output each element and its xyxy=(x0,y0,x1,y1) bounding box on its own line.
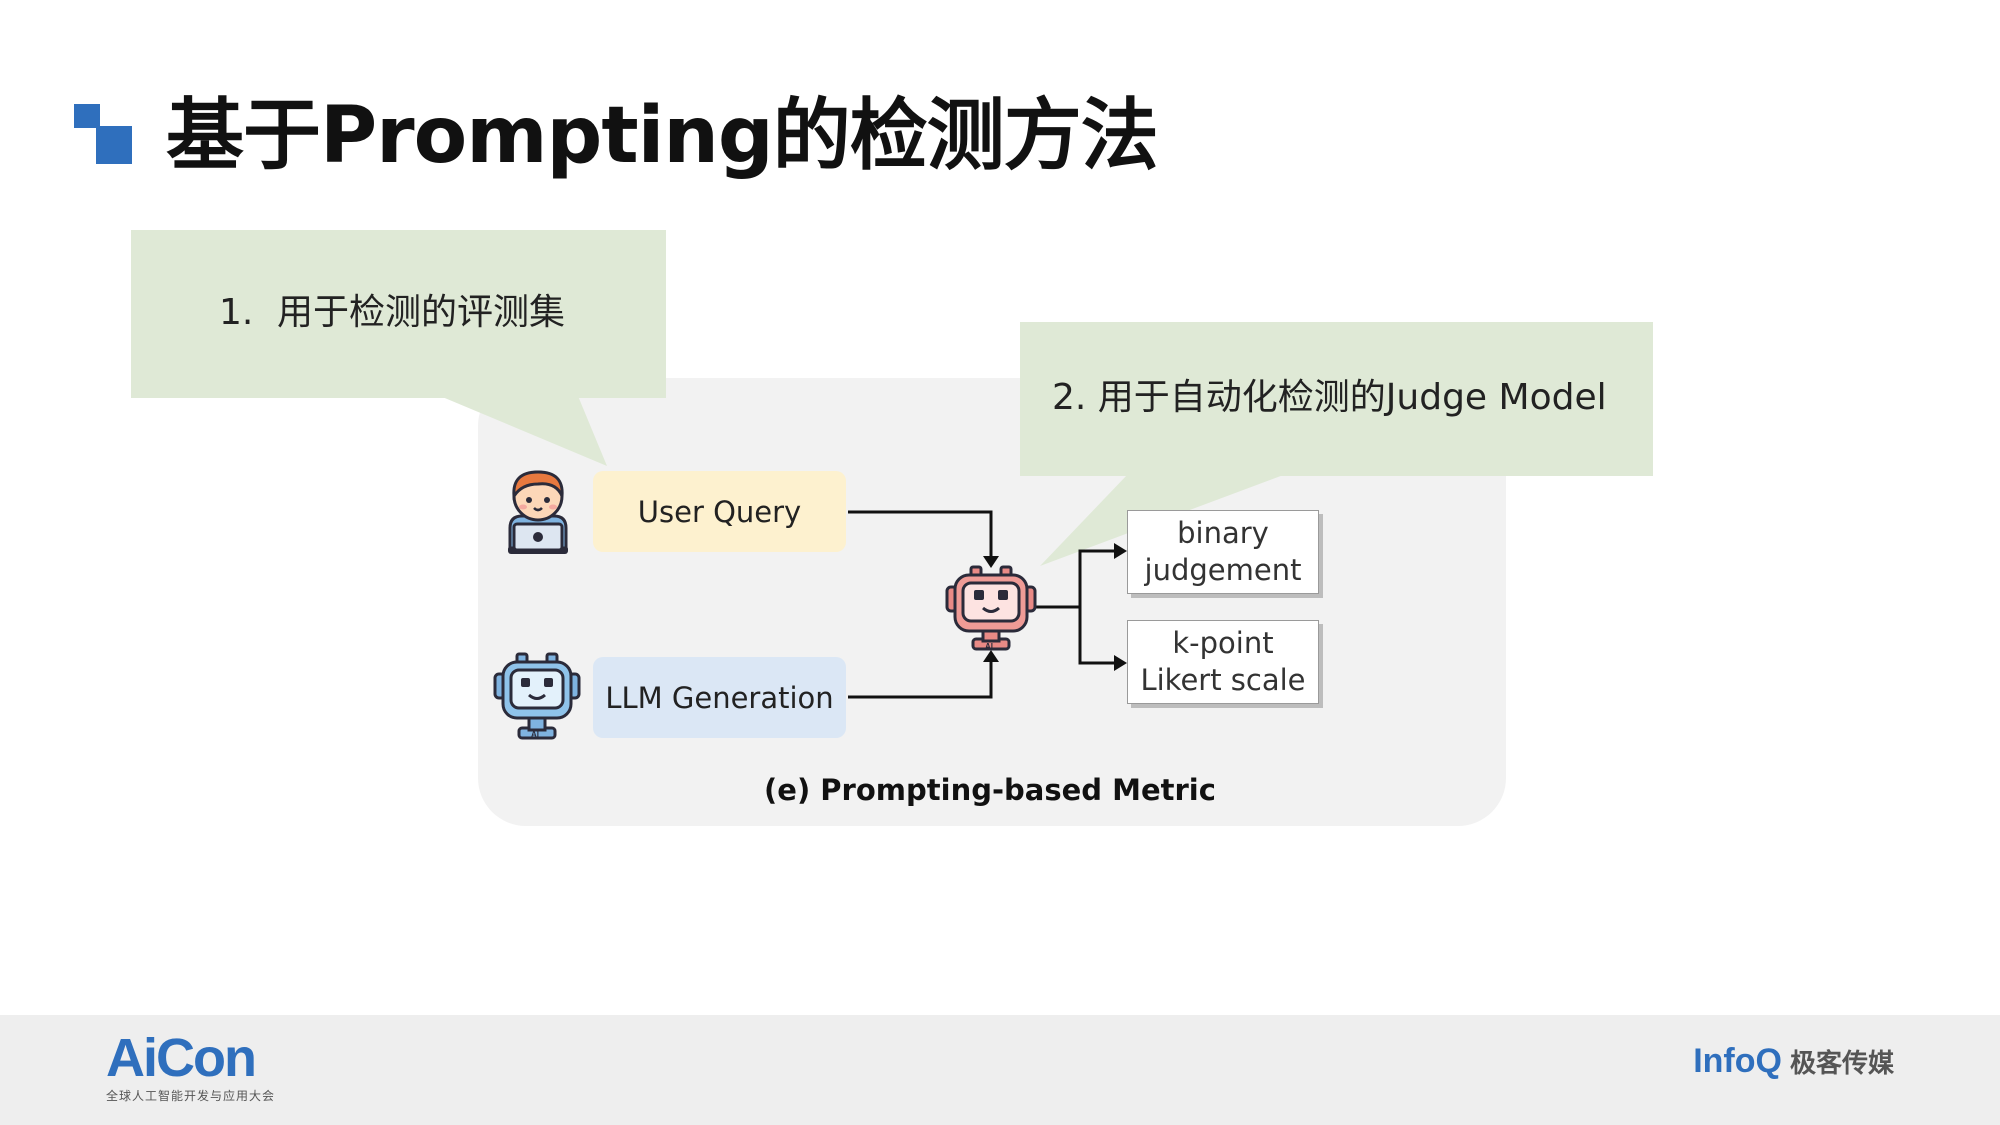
binary-line-2: judgement xyxy=(1144,553,1302,587)
callout-evaluation-set: 1. 用于检测的评测集 xyxy=(131,230,666,398)
infoq-logo-name: InfoQ xyxy=(1693,1042,1782,1080)
aicon-logo-subtitle: 全球人工智能开发与应用大会 xyxy=(106,1089,276,1103)
title-bullet-icon xyxy=(74,104,134,164)
kpoint-line-1: k-point xyxy=(1172,626,1274,660)
callout-1-number: 1. xyxy=(219,292,254,333)
footer-bar xyxy=(0,1015,2000,1125)
diagram-caption: (e) Prompting-based Metric xyxy=(764,773,1216,807)
user-query-box: User Query xyxy=(593,471,846,552)
infoq-logo-cn: 极客传媒 xyxy=(1789,1049,1894,1079)
page-title: 基于Prompting的检测方法 xyxy=(166,91,1159,181)
aicon-logo-name: AiCon xyxy=(106,1028,257,1088)
callout-judge-model: 2. 用于自动化检测的Judge Model xyxy=(1020,322,1653,476)
llm-generation-box: LLM Generation xyxy=(593,657,846,738)
svg-text:AI: AI xyxy=(985,642,993,651)
binary-line-1: binary xyxy=(1177,516,1269,550)
svg-text:AI: AI xyxy=(531,730,539,739)
aicon-logo: AiCon 全球人工智能开发与应用大会 xyxy=(106,1028,275,1104)
callout-2-text: 2. 用于自动化检测的Judge Model xyxy=(1052,377,1607,418)
likert-scale-box: k-point Likert scale xyxy=(1127,620,1319,704)
user-avatar-icon xyxy=(500,466,576,558)
kpoint-line-2: Likert scale xyxy=(1140,663,1306,697)
judge-robot-icon: AI xyxy=(945,563,1037,653)
binary-judgement-box: binary judgement xyxy=(1127,510,1319,594)
llm-robot-icon: AI xyxy=(493,652,581,740)
infoq-logo: InfoQ 极客传媒 xyxy=(1693,1042,1894,1081)
callout-1-text: 用于检测的评测集 xyxy=(277,292,566,333)
